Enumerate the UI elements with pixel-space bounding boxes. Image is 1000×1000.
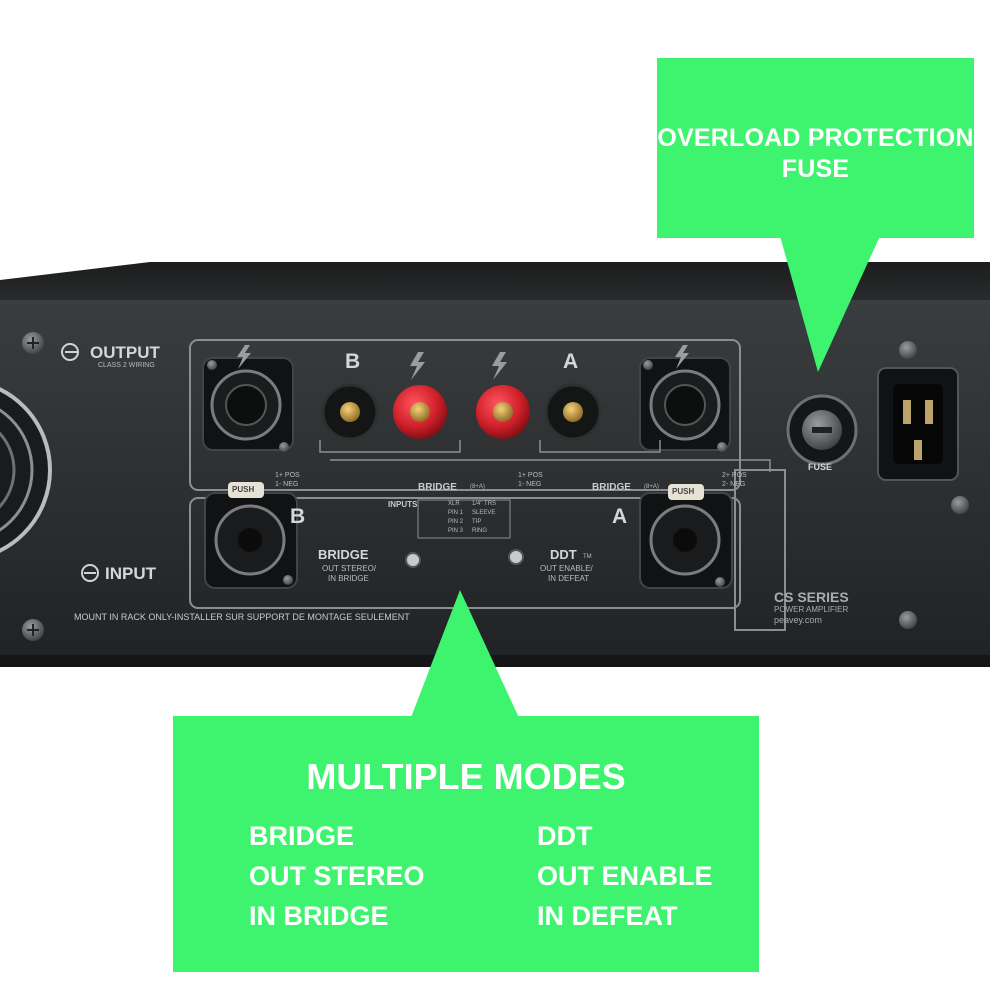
binding-post-red-a	[476, 385, 530, 439]
ddt-switch-sub1: OUT ENABLE/	[540, 564, 593, 573]
modes-callout: MULTIPLE MODES BRIDGE OUT STEREO IN BRID…	[173, 716, 759, 972]
bridge-switch	[405, 552, 421, 568]
lightning-icon	[237, 345, 251, 369]
pos2-label: 2+ POS	[722, 472, 747, 479]
power-inlet	[877, 367, 959, 481]
channel-a-output-label: A	[563, 350, 579, 373]
neg2-label: 2- NEG	[722, 481, 746, 488]
lightning-icon	[410, 352, 425, 380]
fuse-callout-pointer	[780, 236, 880, 372]
inputs-table-row-xlr: PIN 1	[448, 510, 464, 516]
ddt-switch-label: DDT	[550, 547, 577, 562]
inputs-table-row-xlr: PIN 3	[448, 528, 464, 534]
pos-label-a: 1+ POS	[518, 472, 543, 479]
lightning-icon	[675, 345, 689, 369]
binding-post-black-b	[321, 383, 379, 441]
series-sub: POWER AMPLIFIER	[774, 605, 849, 614]
mode-item-right: DDT	[537, 821, 593, 851]
fan-grille	[0, 387, 52, 553]
input-label: INPUT	[105, 564, 156, 583]
screw	[22, 332, 44, 354]
push-label-a: PUSH	[672, 487, 695, 496]
chassis-bottom-edge	[0, 655, 990, 667]
screw	[899, 341, 917, 359]
output-wiring-note: CLASS 2 WIRING	[98, 362, 155, 369]
mode-item-left: BRIDGE	[249, 821, 355, 851]
channel-b-output-label: B	[345, 350, 361, 373]
ddt-switch-sub2: IN DEFEAT	[548, 574, 590, 583]
mode-item-left: IN BRIDGE	[249, 901, 389, 931]
inputs-table-col-trs: 1/4" TRS	[472, 501, 497, 507]
pos-label-b: 1+ POS	[275, 472, 300, 479]
fuse-label: FUSE	[808, 462, 833, 472]
right-panel-outline	[734, 469, 786, 631]
output-icon	[61, 343, 79, 361]
fuse-holder	[786, 394, 858, 466]
binding-post-red-b	[393, 385, 447, 439]
fuse-callout-line1: OVERLOAD PROTECTION	[657, 124, 974, 152]
inputs-table-title: INPUTS	[388, 500, 418, 509]
screw	[899, 611, 917, 629]
channel-a-input-label: A	[612, 505, 628, 528]
inputs-table-col-xlr: XLR	[448, 501, 460, 507]
website: peavey.com	[774, 615, 822, 625]
fuse-callout-line2: FUSE	[781, 155, 850, 183]
inputs-table-row-xlr: PIN 2	[448, 519, 464, 525]
speakon-connector-b	[202, 357, 294, 452]
inputs-table-row-trs: SLEEVE	[472, 510, 496, 516]
bridge-switch-label: BRIDGE	[318, 547, 369, 562]
chassis-rear	[0, 300, 990, 662]
screw	[22, 619, 44, 641]
bridge-label-right: BRIDGE	[592, 482, 631, 493]
output-label: OUTPUT	[90, 343, 160, 362]
modes-callout-title: MULTIPLE MODES	[306, 756, 626, 797]
bridge-label-left: BRIDGE	[418, 482, 457, 493]
bridge-switch-sub2: IN BRIDGE	[328, 574, 369, 583]
mode-item-left: OUT STEREO	[249, 861, 425, 891]
xlr-combo-input-b	[204, 482, 298, 589]
neg-label-a: 1- NEG	[518, 481, 542, 488]
bridge-ratio-left: (8+A)	[470, 484, 485, 490]
ddt-tm: TM	[583, 554, 592, 560]
wiring-diagram	[319, 440, 771, 472]
inputs-table-row-trs: TIP	[472, 519, 482, 525]
xlr-combo-input-a	[639, 484, 733, 589]
channel-b-input-label: B	[290, 505, 306, 528]
inputs-table	[417, 499, 511, 539]
push-label-b: PUSH	[232, 485, 255, 494]
inputs-table-row-trs: RING	[472, 528, 487, 534]
binding-post-black-a	[544, 383, 602, 441]
output-panel	[189, 339, 741, 491]
screw	[951, 496, 969, 514]
fuse-callout: OVERLOAD PROTECTION FUSE	[657, 58, 974, 238]
series-name: CS SERIES	[774, 589, 849, 605]
mode-item-right: OUT ENABLE	[537, 861, 713, 891]
lightning-icon	[492, 352, 507, 380]
bridge-switch-sub1: OUT STEREO/	[322, 564, 377, 573]
modes-callout-pointer	[410, 590, 520, 720]
ddt-switch	[508, 549, 524, 565]
speakon-connector-a	[639, 357, 731, 452]
bridge-ratio-right: (8+A)	[644, 484, 659, 490]
mode-item-right: IN DEFEAT	[537, 901, 678, 931]
input-icon	[81, 564, 99, 582]
mount-notice: MOUNT IN RACK ONLY-INSTALLER SUR SUPPORT…	[74, 612, 410, 622]
neg-label-b: 1- NEG	[275, 481, 299, 488]
